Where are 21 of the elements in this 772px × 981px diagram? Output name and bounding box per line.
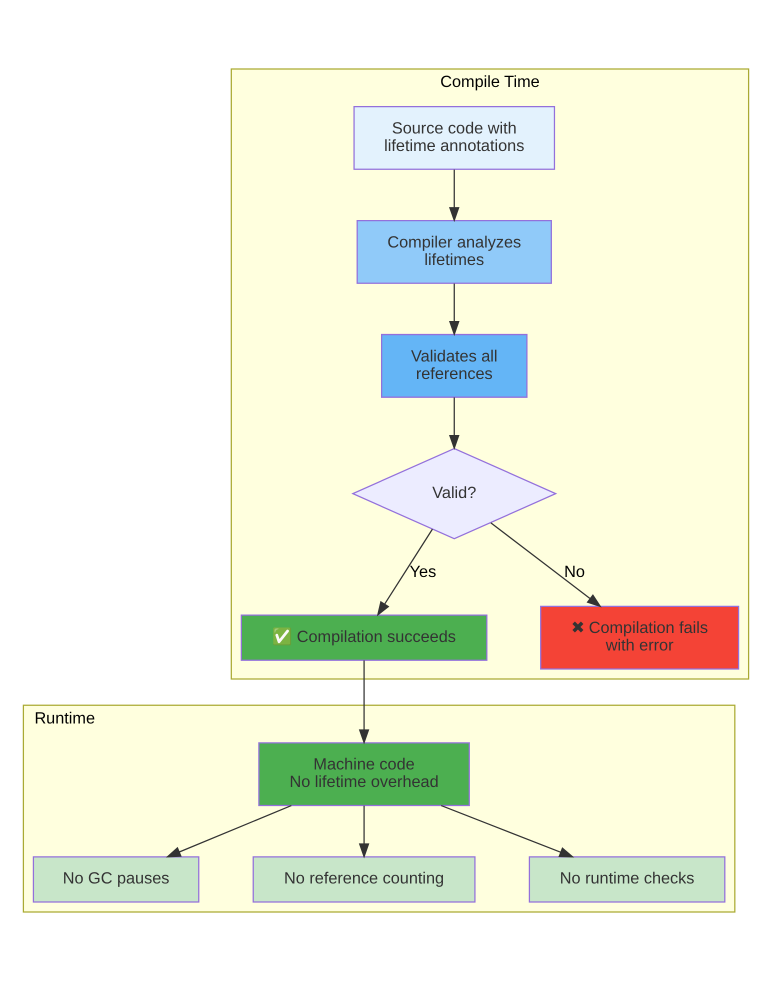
arrow <box>166 804 292 858</box>
node-box: Validates all references <box>380 334 528 398</box>
node-box: ✅ Compilation succeeds <box>240 614 488 661</box>
arrow <box>441 804 574 858</box>
node-box: ✖ Compilation fails with error <box>540 606 740 670</box>
node-box: Compiler analyzes lifetimes <box>356 220 552 284</box>
arrow <box>449 397 460 450</box>
arrow <box>490 522 602 608</box>
arrow <box>376 528 433 616</box>
arrow <box>358 660 370 744</box>
node-box: Source code with lifetime annotations <box>353 106 556 170</box>
arrow <box>449 284 460 336</box>
edge-label: No <box>564 562 585 581</box>
edge-label: Yes <box>410 562 436 581</box>
node-diamond: Valid? <box>351 448 558 540</box>
arrow <box>358 806 370 858</box>
node-box: No reference counting <box>252 856 476 903</box>
node-box: No runtime checks <box>528 856 726 903</box>
arrow <box>449 170 460 222</box>
node-box: Machine code No lifetime overhead <box>258 742 470 806</box>
node-box: No GC pauses <box>32 856 200 903</box>
